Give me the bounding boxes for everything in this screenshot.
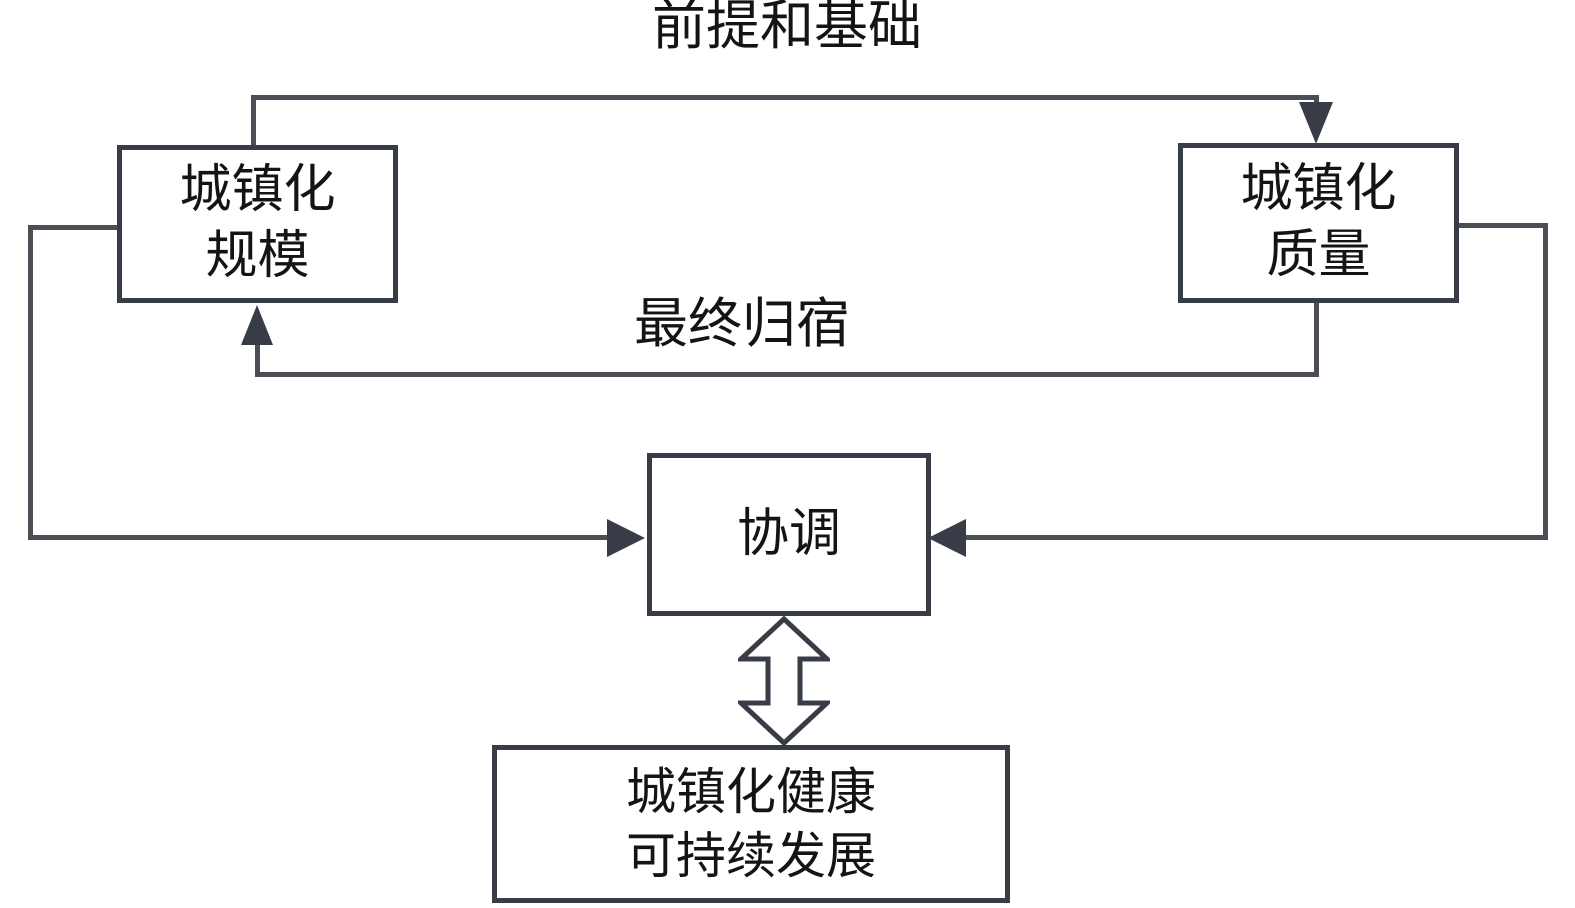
label-premise-and-foundation: 前提和基础: [652, 0, 922, 56]
connector-scale-out-horizontal: [28, 225, 117, 230]
node-healthy-sustainable-development: 城镇化健康 可持续发展: [492, 745, 1010, 903]
arrowhead-right-icon: [607, 519, 645, 557]
node-label-line: 城镇化健康: [626, 764, 876, 820]
arrowhead-up-icon: [241, 305, 273, 345]
arrowhead-down-icon: [1299, 102, 1333, 144]
double-arrow-icon: [738, 616, 830, 746]
node-label-line: 可持续发展: [626, 828, 876, 884]
arrowhead-left-icon: [928, 519, 966, 557]
connector-return-right-vertical: [1314, 303, 1319, 377]
node-label-line: 城镇化: [179, 162, 336, 219]
connector-return-horizontal: [255, 372, 1319, 377]
connector-scale-down-vertical: [28, 225, 33, 540]
node-label-line: 质量: [1266, 227, 1371, 284]
node-urbanization-scale: 城镇化 规模: [117, 145, 398, 303]
node-label-line: 协调: [736, 505, 841, 563]
node-label-line: 城镇化: [1240, 161, 1397, 218]
label-final-destination: 最终归宿: [634, 294, 850, 354]
connector-quality-down-vertical: [1543, 223, 1548, 540]
node-label-line: 规模: [205, 228, 310, 285]
connector-premise-left-vertical: [251, 95, 256, 150]
connector-return-left-vertical: [255, 340, 260, 377]
connector-quality-to-coordination: [966, 535, 1548, 540]
node-urbanization-quality: 城镇化 质量: [1178, 143, 1459, 303]
node-coordination: 协调: [647, 453, 931, 616]
connector-premise-horizontal: [251, 95, 1319, 100]
connector-scale-to-coordination: [28, 535, 610, 540]
connector-quality-out-horizontal: [1458, 223, 1548, 228]
